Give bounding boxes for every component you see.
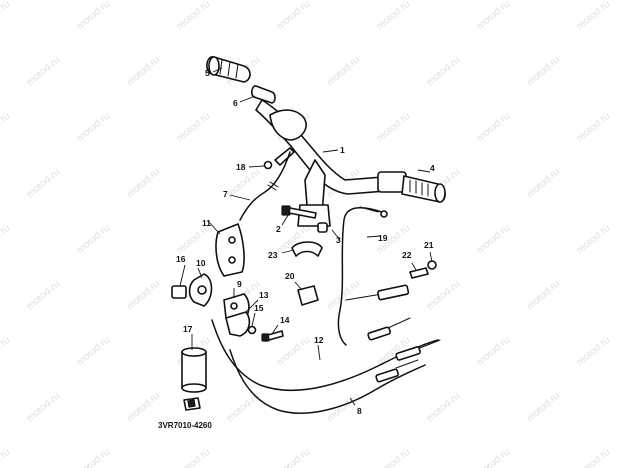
watermark-text: motod.ru [575,111,612,145]
callout-17: 17 [183,324,193,334]
watermark-text: motod.ru [125,391,162,425]
watermark-text: motod.ru [475,223,512,257]
callout-3: 3 [336,235,341,245]
watermark-text: motod.ru [125,279,162,313]
watermark-text: motod.ru [575,447,612,468]
part-switch-10 [188,273,213,307]
watermark-text: motod.ru [275,0,312,32]
callout-19: 19 [378,233,388,243]
part-clamp-23 [291,241,323,257]
watermark-text: motod.ru [0,0,12,32]
part-clip-lower-left [183,397,201,411]
watermark-text: motod.ru [375,111,412,145]
callout-16: 16 [176,254,186,264]
watermark-text: motod.ru [175,447,212,468]
watermark-text: motod.ru [375,447,412,468]
drawing-code: 3VR7010-4260 [158,421,212,430]
watermark-text: motod.ru [325,55,362,89]
watermark-text: motod.ru [575,0,612,32]
callout-11: 11 [202,218,211,228]
part-left-grip [206,56,251,83]
leader-lines [179,67,433,406]
callout-13: 13 [259,290,269,300]
part-cable-7 [239,151,291,221]
watermark-text: motod.ru [0,335,12,369]
callout-6: 6 [233,98,238,108]
watermark-text: motod.ru [525,55,562,89]
callout-7: 7 [223,189,228,199]
callout-8: 8 [357,406,362,416]
callout-14: 14 [280,315,290,325]
watermark-text: motod.ru [175,0,212,32]
watermark-text: motod.ru [425,279,462,313]
part-bolt-18 [263,147,295,170]
watermark-text: motod.ru [575,335,612,369]
watermark-text: motod.ru [425,391,462,425]
watermark-text: motod.ru [25,55,62,89]
part-fitting-21 [427,260,437,270]
watermark-text: motod.ru [25,167,62,201]
part-lever-bracket [215,223,245,277]
part-bolt-2 [281,205,317,219]
part-bolt-14 [261,330,284,342]
callout-9: 9 [237,279,242,289]
watermark-text: motod.ru [475,335,512,369]
callout-15: 15 [254,303,264,313]
callout-18: 18 [236,162,246,172]
watermark-text: motod.ru [275,447,312,468]
watermark-text: motod.ru [425,55,462,89]
watermark-text: motod.ru [525,391,562,425]
watermark-text: motod.ru [175,111,212,145]
callout-4: 4 [430,163,435,173]
callout-2: 2 [276,224,281,234]
callout-numbers: 1 2 3 4 5 6 7 8 9 10 11 12 13 14 15 16 1… [176,68,435,416]
watermark-text: motod.ru [75,447,112,468]
callout-5: 5 [205,68,210,78]
watermark-text: motod.ru [325,279,362,313]
watermark-text: motod.ru [275,335,312,369]
callout-1: 1 [340,145,345,155]
watermark-text: motod.ru [375,0,412,32]
watermark-text: motod.ru [0,111,12,145]
watermark-text: motod.ru [25,391,62,425]
callout-23: 23 [268,250,278,260]
part-adjuster-22 [409,267,429,279]
watermark-text: motod.ru [125,167,162,201]
part-lever-13 [225,311,251,337]
callout-12: 12 [314,335,324,345]
part-cable-8 [229,349,426,414]
watermark-text: motod.ru [475,0,512,32]
watermark-text: motod.ru [25,279,62,313]
part-grip-collar [251,85,276,104]
watermark-text: motod.ru [525,167,562,201]
watermark-text: motod.ru [475,111,512,145]
part-throttle-grip [401,175,446,203]
callout-20: 20 [285,271,295,281]
part-holder-16 [171,285,187,299]
watermark-text: motod.ru [0,223,12,257]
part-washer-15 [247,325,257,335]
watermark-text: motod.ru [75,111,112,145]
watermark-text: motod.ru [75,335,112,369]
watermark-text: motod.ru [0,447,12,468]
part-grip-17 [181,347,207,393]
watermark-text: motod.ru [475,447,512,468]
part-nut-3 [317,222,328,233]
callout-10: 10 [196,258,206,268]
part-boot-20 [297,285,319,306]
watermark-text: motod.ru [575,223,612,257]
callout-22: 22 [402,250,412,260]
watermark-text: motod.ru [125,55,162,89]
watermark-text: motod.ru [525,279,562,313]
watermark-text: motod.ru [75,223,112,257]
watermark-text: motod.ru [75,0,112,32]
part-cable-19 [337,207,383,346]
watermark-text: motod.ru [225,391,262,425]
callout-21: 21 [424,240,434,250]
